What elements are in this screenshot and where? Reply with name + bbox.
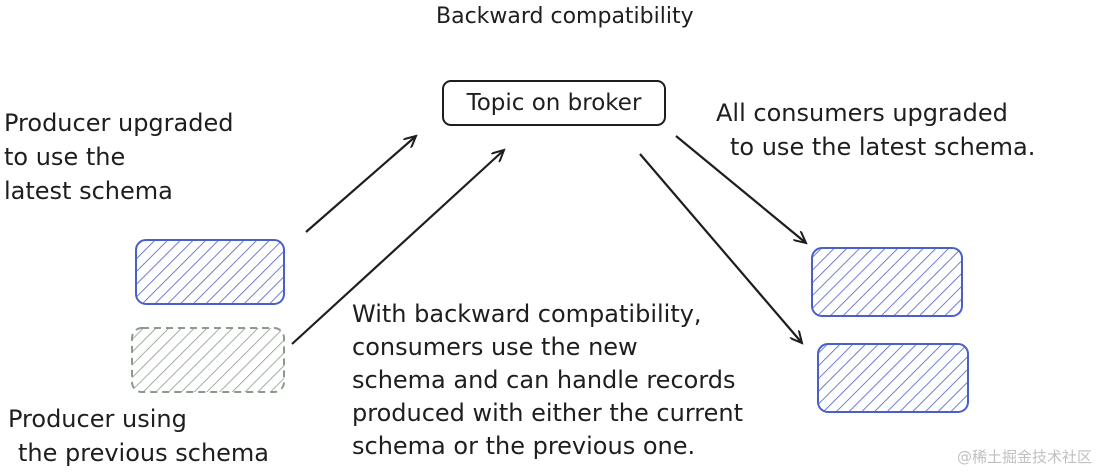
explanation-line: With backward compatibility, (352, 300, 702, 328)
watermark: @稀土掘金技术社区 (956, 448, 1092, 466)
topic-label: Topic on broker (466, 90, 642, 116)
arrow-topic-to-consumer-2 (639, 153, 802, 343)
explanation-line: consumers use the new (352, 333, 638, 361)
producer-upgraded-box (135, 239, 285, 305)
producer-previous-label: Producer using the previous schema (8, 402, 269, 470)
consumers-upgraded-line: All consumers upgraded (716, 99, 1008, 127)
arrow-producer-previous-to-topic (291, 150, 504, 345)
diagram-title: Backward compatibility (436, 4, 694, 29)
arrow-producer-upgraded-to-topic (305, 136, 416, 233)
producer-upgraded-line: to use the (4, 143, 126, 171)
producer-upgraded-line: Producer upgraded (4, 109, 234, 137)
backward-compatibility-explanation: With backward compatibility, consumers u… (352, 298, 743, 463)
producer-previous-line: Producer using (8, 405, 187, 433)
producer-upgraded-label: Producer upgraded to use the latest sche… (4, 106, 233, 208)
consumer-box-2 (817, 343, 969, 413)
arrow-topic-to-consumer-1 (675, 135, 806, 243)
explanation-line: schema or the previous one. (352, 432, 696, 460)
explanation-line: schema and can handle records (352, 366, 736, 394)
consumers-upgraded-line: to use the latest schema. (730, 133, 1036, 161)
explanation-line: produced with either the current (352, 399, 743, 427)
consumer-box-1 (811, 247, 963, 317)
producer-previous-line: the previous schema (18, 439, 270, 467)
topic-on-broker-box: Topic on broker (442, 80, 666, 126)
producer-upgraded-line: latest schema (4, 177, 173, 205)
consumers-upgraded-label: All consumers upgraded to use the latest… (716, 96, 1035, 164)
producer-previous-box (131, 327, 285, 393)
